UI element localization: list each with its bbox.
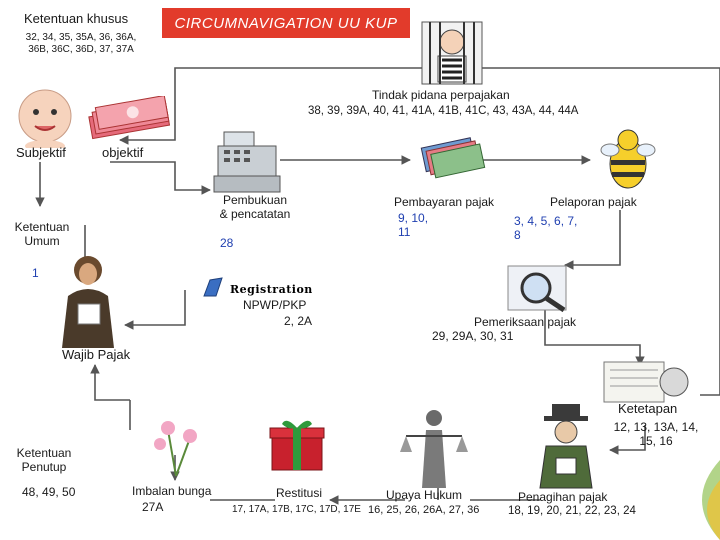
money-hand-icon <box>420 137 486 179</box>
pembukuan-articles: 28 <box>220 236 234 250</box>
penagihan-label: Penagihan pajak <box>518 490 608 504</box>
restitusi-articles: 17, 17A, 17B, 17C, 17D, 17E <box>232 504 361 515</box>
pembayaran-label: Pembayaran pajak <box>394 195 495 209</box>
pemeriksaan-articles: 29, 29A, 30, 31 <box>432 329 514 343</box>
pembayaran-articles: 9, 10, 11 <box>398 211 428 239</box>
ketentuan-umum-article: 1 <box>32 266 39 280</box>
arrow-pemeriksaan-ketetapan <box>544 305 645 366</box>
npwp-articles: 2, 2A <box>284 314 313 328</box>
ketentuan-umum-line2: Umum <box>24 234 60 248</box>
ketentuan-penutup-label: Ketentuan Penutup <box>6 446 82 474</box>
subjektif-label: Subjektif <box>16 145 66 160</box>
upaya-hukum-label: Upaya Hukum <box>386 488 463 502</box>
pembayaran-articles-line2: 11 <box>398 225 411 239</box>
objektif-label: objektif <box>102 145 144 160</box>
ketetapan-articles: 12, 13, 13A, 14, 15, 16 <box>608 420 704 448</box>
tindak-pidana-articles: 38, 39, 39A, 40, 41, 41A, 41B, 41C, 43, … <box>308 105 579 117</box>
flower-icon <box>154 421 197 477</box>
title-text: CIRCUMNAVIGATION UU KUP <box>174 14 398 32</box>
tax-letter-icon <box>603 361 689 403</box>
pembayaran-articles-line1: 9, 10, <box>398 211 429 225</box>
ketetapan-articles-line1: 12, 13, 13A, 14, <box>613 420 699 434</box>
ketentuan-umum-label: Ketentuan Umum <box>8 220 76 248</box>
restitusi-label: Restitusi <box>276 486 323 500</box>
ketentuan-umum-line1: Ketentuan <box>14 220 70 234</box>
pemeriksaan-label: Pemeriksaan pajak <box>474 315 577 329</box>
wajib-pajak-label: Wajib Pajak <box>62 347 131 362</box>
pembukuan-line1: Pembukuan <box>222 193 288 207</box>
ketentuan-penutup-articles: 48, 49, 50 <box>22 485 76 499</box>
ketentuan-penutup-line2: Penutup <box>21 460 67 474</box>
taxpayer-icon <box>62 256 114 348</box>
imbalan-bunga-label: Imbalan bunga <box>132 484 212 498</box>
ketentuan-khusus-label: Ketentuan khusus <box>24 11 129 26</box>
imbalan-bunga-articles: 27A <box>142 500 164 514</box>
magnifier-icon <box>507 265 567 313</box>
pelaporan-articles-line2: 8 <box>514 228 521 242</box>
upaya-hukum-articles: 16, 25, 26, 26A, 27, 36 <box>368 504 480 516</box>
arrow-tindak-left <box>119 67 450 145</box>
ketentuan-khusus-articles: 32, 34, 35, 35A, 36, 36A, 36B, 36C, 36D,… <box>14 32 148 56</box>
prisoner-icon <box>421 21 483 85</box>
arrow-tindak-right <box>470 67 720 396</box>
arrow-npwp-wajib <box>124 290 186 330</box>
money-pile-icon <box>88 96 171 140</box>
cash-register-icon <box>213 131 281 193</box>
arrow-penutup-wajib <box>90 364 130 401</box>
arrow-objektif-pembukuan <box>110 161 211 195</box>
bee-icon <box>600 129 656 189</box>
pembukuan-line2: & pencatatan <box>219 207 291 221</box>
tindak-pidana-label: Tindak pidana perpajakan <box>372 88 510 102</box>
ketetapan-articles-line2: 15, 16 <box>639 434 673 448</box>
baby-icon <box>18 89 72 148</box>
ketentuan-khusus-articles-line2: 36B, 36C, 36D, 37, 37A <box>28 44 134 55</box>
arrow-ketetapan-penagihan <box>609 425 646 455</box>
ketentuan-penutup-line1: Ketentuan <box>16 446 72 460</box>
pelaporan-articles: 3, 4, 5, 6, 7, 8 <box>514 214 577 242</box>
tax-collector-icon <box>539 404 593 489</box>
pelaporan-label: Pelaporan pajak <box>550 195 637 209</box>
penagihan-articles: 18, 19, 20, 21, 22, 23, 24 <box>508 505 636 517</box>
ketetapan-label: Ketetapan <box>618 401 678 416</box>
pembukuan-label: Pembukuan & pencatatan <box>200 193 310 221</box>
arrow-pelaporan-pemeriksaan <box>564 210 621 270</box>
ketentuan-khusus-articles-line1: 32, 34, 35, 35A, 36, 36A, <box>25 32 137 43</box>
registration-logo: Registration <box>203 277 313 297</box>
gift-icon <box>269 420 325 471</box>
diagram-title: CIRCUMNAVIGATION UU KUP <box>162 8 410 38</box>
npwp-label: NPWP/PKP <box>243 298 307 312</box>
pelaporan-articles-line1: 3, 4, 5, 6, 7, <box>514 214 578 228</box>
corner-decoration <box>702 460 720 540</box>
registration-logo-text: Registration <box>230 283 313 296</box>
justice-statue-icon <box>400 410 468 488</box>
